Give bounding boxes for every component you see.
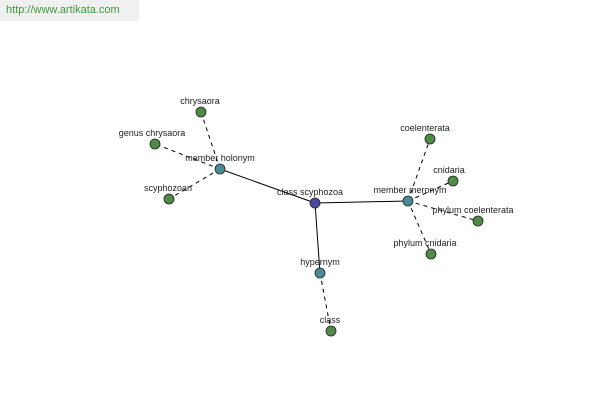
edge-holonym-chrysaora [200,111,221,170]
node-scyphozoan[interactable] [163,193,175,205]
node-cnidaria[interactable] [447,175,459,187]
label-hypernym[interactable]: hypernym [300,257,340,267]
edge-holonym-genus-chrysaora [154,143,221,170]
label-coelenterata[interactable]: coelenterata [400,123,450,133]
node-genus-chrysaora[interactable] [149,138,161,150]
edge-meronym-cnidaria [407,180,454,202]
edge-center-holonym [219,168,316,204]
node-class[interactable] [325,325,337,337]
node-chrysaora[interactable] [195,106,207,118]
node-member-meronym[interactable] [402,195,414,207]
edge-center-meronym [314,200,409,204]
label-phylum-coelenterata[interactable]: phylum coelenterata [432,205,513,215]
label-class-scyphozoa[interactable]: class scyphozoa [277,187,343,197]
edge-hypernym-class [319,272,332,332]
node-coelenterata[interactable] [424,133,436,145]
label-member-meronym[interactable]: member meronym [373,185,446,195]
edge-center-hypernym [314,202,321,274]
label-member-holonym[interactable]: member holonym [185,153,255,163]
site-url[interactable]: http://www.artikata.com [0,0,139,21]
node-hypernym[interactable] [314,267,326,279]
label-cnidaria[interactable]: cnidaria [433,165,465,175]
edge-meronym-phylum-cnidaria [407,200,432,255]
edge-holonym-scyphozoan [168,168,221,200]
label-scyphozoan[interactable]: scyphozoan [144,183,192,193]
node-class-scyphozoa[interactable] [309,197,321,209]
label-class[interactable]: class [320,315,341,325]
node-phylum-coelenterata[interactable] [472,215,484,227]
label-chrysaora[interactable]: chrysaora [180,96,220,106]
label-phylum-cnidaria[interactable]: phylum cnidaria [393,238,456,248]
label-genus-chrysaora[interactable]: genus chrysaora [119,128,186,138]
edge-meronym-coelenterata [407,138,431,202]
node-member-holonym[interactable] [214,163,226,175]
node-phylum-cnidaria[interactable] [425,248,437,260]
